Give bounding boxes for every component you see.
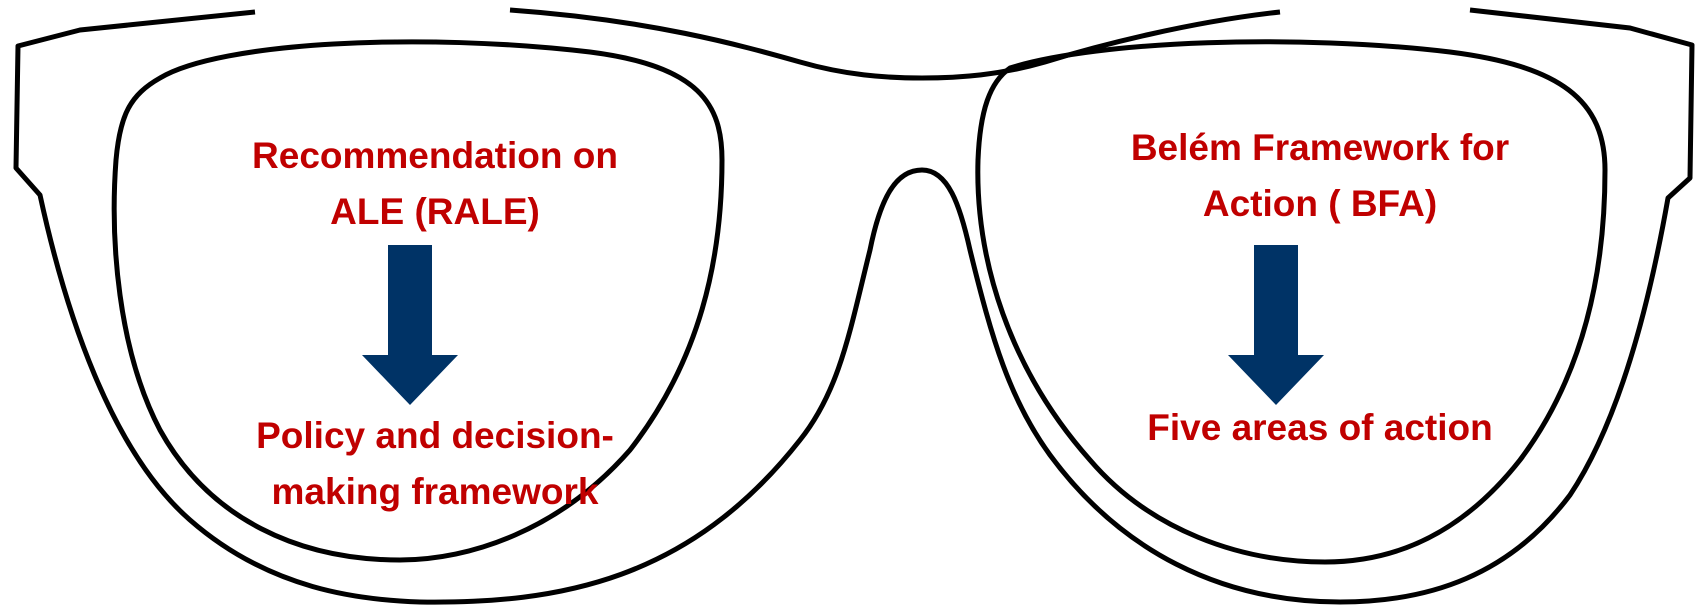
right-down-arrow-icon bbox=[1226, 245, 1326, 405]
right-lens-top-text: Belém Framework for Action ( BFA) bbox=[1080, 120, 1560, 232]
right-lens-bottom-text: Five areas of action bbox=[1080, 400, 1560, 456]
left-lens-top-text: Recommendation on ALE (RALE) bbox=[200, 128, 670, 240]
left-lens-bottom-text: Policy and decision- making framework bbox=[200, 408, 670, 520]
left-down-arrow-icon bbox=[360, 245, 460, 405]
